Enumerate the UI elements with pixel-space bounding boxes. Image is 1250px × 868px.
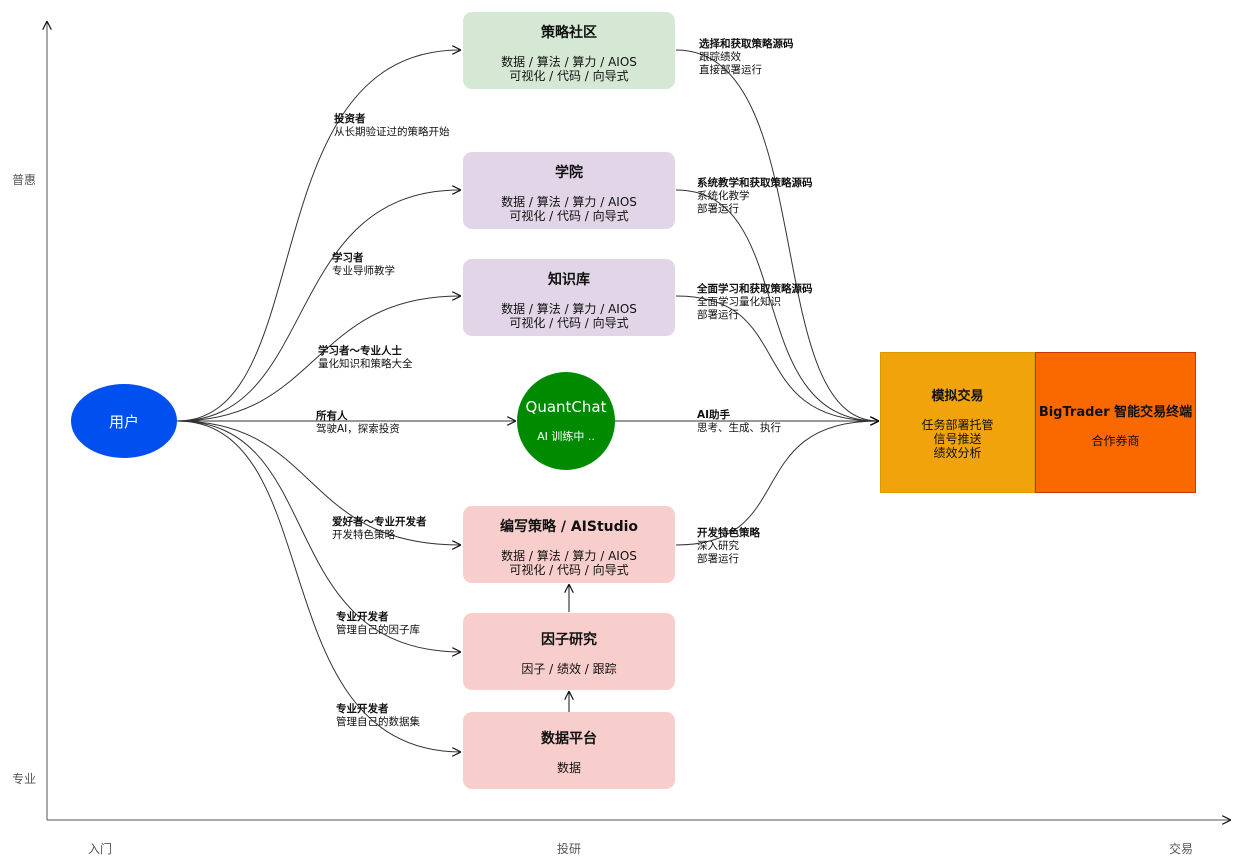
label-everyone-title: 所有人 xyxy=(316,410,348,422)
write-strategy-line1: 数据 / 算法 / 算力 / AIOS xyxy=(501,549,637,563)
edge-write-sim xyxy=(675,421,878,546)
label-hobbyist-title: 爱好者～专业开发者 xyxy=(332,516,427,528)
knowledge-line2: 可视化 / 代码 / 向导式 xyxy=(509,316,629,330)
label-knowledge-out-l2: 部署运行 xyxy=(697,309,739,321)
axis-label-top: 普惠 xyxy=(12,173,37,187)
axis-label-trading: 交易 xyxy=(1169,842,1194,856)
label-ai-out-l1: 思考、生成、执行 xyxy=(697,422,781,434)
academy-title: 学院 xyxy=(555,165,583,181)
label-hobbyist: 爱好者～专业开发者 开发特色策略 xyxy=(332,516,427,542)
data-platform-title: 数据平台 xyxy=(541,731,597,747)
write-strategy-line2: 可视化 / 代码 / 向导式 xyxy=(509,563,629,577)
data-platform-box[interactable]: 数据平台 数据 xyxy=(463,712,675,789)
edge-user-write xyxy=(176,420,460,545)
label-academy-out-l1: 系统化教学 xyxy=(697,190,750,202)
label-learner-title: 学习者 xyxy=(332,252,364,264)
label-write-out: 开发特色策略 深入研究 部署运行 xyxy=(697,527,760,566)
label-academy-out-l2: 部署运行 xyxy=(697,203,739,215)
bigtrader-box[interactable]: BigTrader 智能交易终端 合作券商 xyxy=(1035,352,1196,493)
label-dev-factor-desc: 管理自己的因子库 xyxy=(336,624,420,636)
knowledge-box[interactable]: 知识库 数据 / 算法 / 算力 / AIOS 可视化 / 代码 / 向导式 xyxy=(463,259,675,336)
label-dev-factor-title: 专业开发者 xyxy=(336,611,389,623)
write-strategy-box[interactable]: 编写策略 / AIStudio 数据 / 算法 / 算力 / AIOS 可视化 … xyxy=(463,506,675,583)
label-ai-out-title: AI助手 xyxy=(697,409,731,421)
academy-box[interactable]: 学院 数据 / 算法 / 算力 / AIOS 可视化 / 代码 / 向导式 xyxy=(463,152,675,229)
label-write-out-title: 开发特色策略 xyxy=(697,527,760,539)
sim-trading-title: 模拟交易 xyxy=(931,389,984,404)
factor-research-box[interactable]: 因子研究 因子 / 绩效 / 跟踪 xyxy=(463,613,675,690)
label-community-out-l1: 跟踪绩效 xyxy=(699,51,741,63)
label-hobbyist-desc: 开发特色策略 xyxy=(332,529,395,541)
user-node[interactable]: 用户 xyxy=(71,384,177,458)
edge-user-knowledge xyxy=(176,296,460,422)
knowledge-line1: 数据 / 算法 / 算力 / AIOS xyxy=(501,302,637,316)
label-academy-out-title: 系统教学和获取策略源码 xyxy=(697,177,813,189)
label-dev-factor: 专业开发者 管理自己的因子库 xyxy=(336,611,420,637)
bigtrader-line1: 合作券商 xyxy=(1091,434,1140,448)
data-platform-line1: 数据 xyxy=(556,761,581,775)
label-dev-data-title: 专业开发者 xyxy=(336,703,389,715)
community-box[interactable]: 策略社区 数据 / 算法 / 算力 / AIOS 可视化 / 代码 / 向导式 xyxy=(463,12,675,89)
academy-line2: 可视化 / 代码 / 向导式 xyxy=(509,209,629,223)
label-knowledge-out-l1: 全面学习量化知识 xyxy=(697,296,781,308)
label-write-out-l1: 深入研究 xyxy=(697,540,739,552)
community-line2: 可视化 / 代码 / 向导式 xyxy=(509,69,629,83)
quantchat-title: QuantChat xyxy=(525,398,607,416)
axis-label-research: 投研 xyxy=(557,842,582,856)
label-learner: 学习者 专业导师教学 xyxy=(332,252,395,278)
user-node-label: 用户 xyxy=(108,412,139,431)
sim-trading-line1: 任务部署托管 xyxy=(921,418,994,432)
axis-label-bottom: 专业 xyxy=(12,772,37,786)
factor-research-title: 因子研究 xyxy=(541,632,597,648)
label-learner-pro: 学习者～专业人士 量化知识和策略大全 xyxy=(318,345,413,371)
community-line1: 数据 / 算法 / 算力 / AIOS xyxy=(501,55,637,69)
label-investor: 投资者 从长期验证过的策略开始 xyxy=(334,113,450,139)
academy-line1: 数据 / 算法 / 算力 / AIOS xyxy=(501,195,637,209)
edge-user-community xyxy=(176,50,460,422)
label-learner-pro-desc: 量化知识和策略大全 xyxy=(318,358,413,370)
bigtrader-title: BigTrader 智能交易终端 xyxy=(1038,405,1193,420)
edge-knowledge-sim xyxy=(675,295,878,421)
label-community-out: 选择和获取策略源码 跟踪绩效 直接部署运行 xyxy=(699,38,794,77)
sim-trading-box[interactable]: 模拟交易 任务部署托管 信号推送 绩效分析 xyxy=(880,352,1035,493)
axis-label-entry: 入门 xyxy=(88,842,113,856)
edge-user-data xyxy=(176,420,460,752)
sim-trading-line2: 信号推送 xyxy=(933,432,982,446)
label-investor-title: 投资者 xyxy=(334,113,366,125)
factor-research-line1: 因子 / 绩效 / 跟踪 xyxy=(521,662,617,676)
label-academy-out: 系统教学和获取策略源码 系统化教学 部署运行 xyxy=(697,177,813,216)
label-dev-data: 专业开发者 管理自己的数据集 xyxy=(336,703,420,729)
edge-academy-sim xyxy=(675,189,878,421)
knowledge-title: 知识库 xyxy=(548,272,590,288)
label-learner-pro-title: 学习者～专业人士 xyxy=(318,345,402,357)
quantchat-subtitle: AI 训练中 .. xyxy=(537,430,595,443)
label-ai-out: AI助手 思考、生成、执行 xyxy=(697,409,781,435)
label-everyone-desc: 驾驶AI，探索投资 xyxy=(316,423,400,435)
label-investor-desc: 从长期验证过的策略开始 xyxy=(334,126,450,138)
edge-user-factor xyxy=(176,420,460,652)
edge-community-sim xyxy=(675,49,878,421)
write-strategy-title: 编写策略 / AIStudio xyxy=(499,519,639,535)
label-knowledge-out: 全面学习和获取策略源码 全面学习量化知识 部署运行 xyxy=(697,283,813,322)
label-everyone: 所有人 驾驶AI，探索投资 xyxy=(316,410,400,436)
label-learner-desc: 专业导师教学 xyxy=(332,265,395,277)
label-community-out-l2: 直接部署运行 xyxy=(699,64,762,76)
label-community-out-title: 选择和获取策略源码 xyxy=(699,38,794,50)
label-dev-data-desc: 管理自己的数据集 xyxy=(336,716,420,728)
quantchat-node[interactable]: QuantChat AI 训练中 .. xyxy=(517,372,615,470)
label-knowledge-out-title: 全面学习和获取策略源码 xyxy=(697,283,813,295)
sim-trading-line3: 绩效分析 xyxy=(933,446,982,460)
edge-user-academy xyxy=(176,190,460,422)
community-title: 策略社区 xyxy=(541,25,597,41)
label-write-out-l2: 部署运行 xyxy=(697,553,739,565)
